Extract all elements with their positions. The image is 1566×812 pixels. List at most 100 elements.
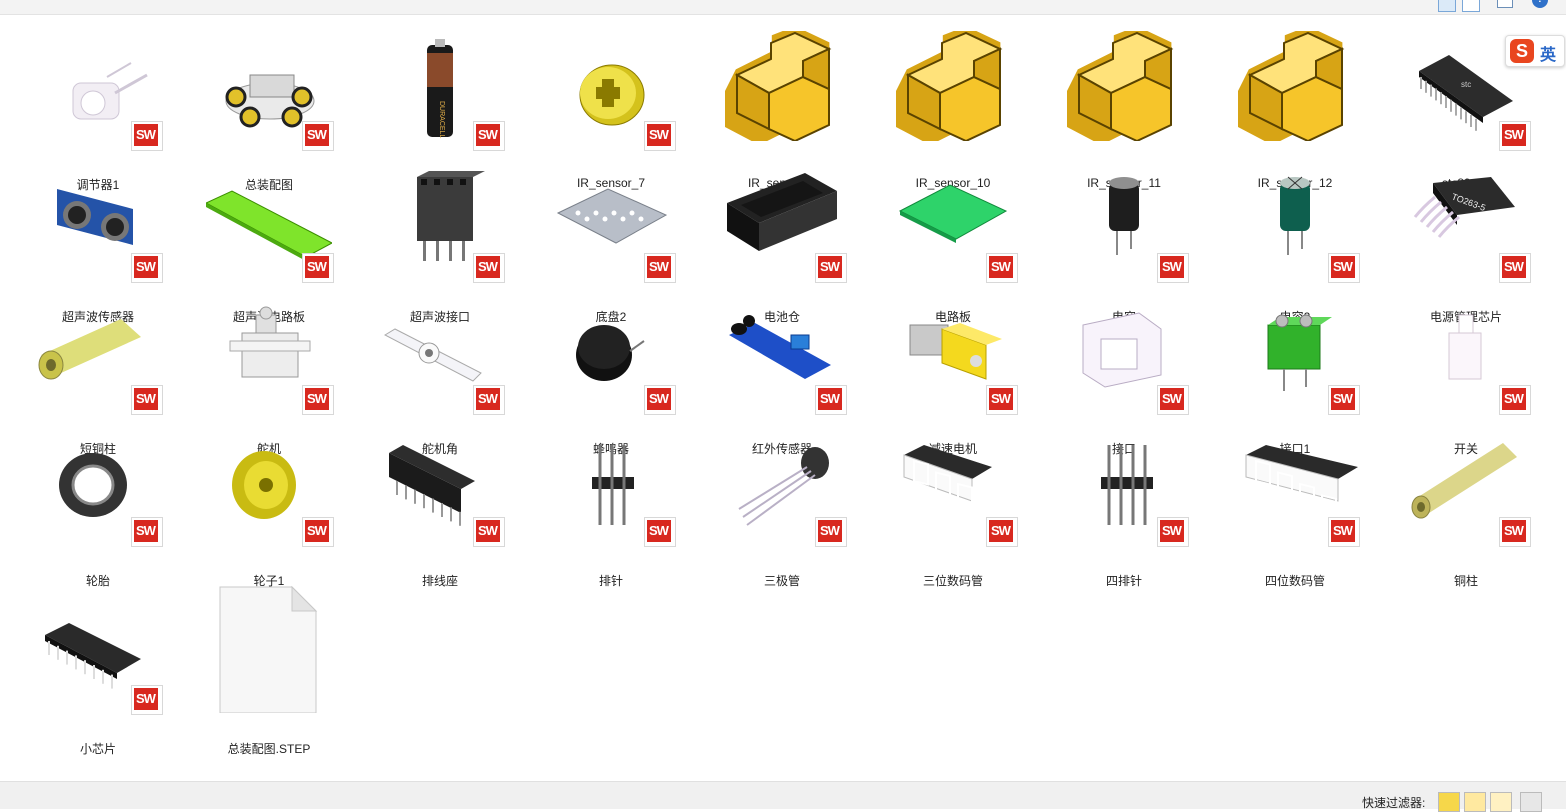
- file-item[interactable]: SW 电路板: [868, 163, 1038, 324]
- file-item[interactable]: 总装配图.STEP: [184, 585, 354, 756]
- solidworks-badge-text: SW: [136, 259, 156, 274]
- file-item[interactable]: stcSWstc89c52: [1381, 31, 1551, 190]
- file-name: 接口: [1111, 442, 1136, 456]
- file-item[interactable]: SW 铜柱: [1381, 427, 1551, 588]
- solidworks-badge-icon: SW: [644, 253, 676, 283]
- solidworks-badge-icon: SW: [302, 385, 334, 415]
- file-item[interactable]: IR_sensor_12: [1210, 31, 1380, 190]
- file-item[interactable]: IR_sensor_9: [697, 31, 867, 190]
- battery-thumbnail-icon: DURACELL: [377, 31, 503, 141]
- solidworks-badge-text: SW: [478, 259, 498, 274]
- green-board-thumbnail-icon: [206, 163, 332, 273]
- file-item[interactable]: IR_sensor_10: [868, 31, 1038, 190]
- assembly-thumbnail-icon: [206, 31, 332, 141]
- chip-long-thumbnail-icon: stc: [1403, 31, 1529, 141]
- ime-indicator[interactable]: S 英: [1505, 35, 1565, 67]
- file-item[interactable]: SW 三位数码管: [868, 427, 1038, 588]
- file-item[interactable]: SW电容2: [1210, 163, 1380, 324]
- solidworks-badge-text: SW: [991, 259, 1011, 274]
- solidworks-badge-icon: SW: [1499, 121, 1531, 151]
- filter-parts-button[interactable]: [1438, 792, 1460, 812]
- solidworks-badge-icon: SW: [1328, 253, 1360, 283]
- file-name: 铜柱: [1453, 574, 1478, 588]
- solidworks-badge-text: SW: [991, 391, 1011, 406]
- solidworks-badge-text: SW: [649, 259, 669, 274]
- solidworks-badge-text: SW: [136, 127, 156, 142]
- seg3-thumbnail-icon: [890, 427, 1016, 537]
- file-item[interactable]: SW超声波电路板: [184, 163, 354, 324]
- terminal-thumbnail-icon: [1232, 295, 1358, 405]
- file-name: 电路板: [934, 310, 971, 324]
- file-item[interactable]: IR_sensor_11: [1039, 31, 1209, 190]
- file-item[interactable]: DURACELLSW3A电池: [355, 31, 525, 192]
- svg-text:stc: stc: [1461, 80, 1471, 89]
- file-item[interactable]: SW 底盘2: [526, 163, 696, 324]
- solidworks-badge-text: SW: [136, 691, 156, 706]
- filter-other-button[interactable]: [1520, 792, 1542, 812]
- filter-drawings-button[interactable]: [1490, 792, 1512, 812]
- solidworks-badge-text: SW: [820, 391, 840, 406]
- servo-thumbnail-icon: [206, 295, 332, 405]
- view-thumbnail-button[interactable]: [1438, 0, 1456, 12]
- solidworks-badge-icon: SW: [1157, 385, 1189, 415]
- filter-assemblies-button[interactable]: [1464, 792, 1486, 812]
- solidworks-badge-icon: SW: [1328, 517, 1360, 547]
- pcb-thumbnail-icon: [890, 163, 1016, 273]
- solidworks-badge-text: SW: [991, 523, 1011, 538]
- solidworks-badge-icon: SW: [131, 385, 163, 415]
- view-list-button[interactable]: [1462, 0, 1480, 12]
- solidworks-badge-text: SW: [1504, 391, 1524, 406]
- solidworks-badge-text: SW: [478, 523, 498, 538]
- file-name: 轮胎: [85, 574, 110, 588]
- quick-filter-label: 快速过滤器:: [1362, 796, 1426, 810]
- standoff-short-thumbnail-icon: [35, 295, 161, 405]
- help-icon[interactable]: ?: [1532, 0, 1548, 8]
- solidworks-badge-icon: SW: [1499, 385, 1531, 415]
- block-yellow-thumbnail-icon: [1061, 31, 1187, 141]
- solidworks-badge-icon: SW: [644, 121, 676, 151]
- solidworks-badge-icon: SW: [644, 517, 676, 547]
- battery-holder-thumbnail-icon: [719, 163, 845, 273]
- preview-pane-icon[interactable]: [1497, 0, 1513, 8]
- solidworks-badge-text: SW: [649, 127, 669, 142]
- file-item[interactable]: SW蜂鸣器: [526, 295, 696, 456]
- solidworks-badge-icon: SW: [473, 253, 505, 283]
- file-item[interactable]: TO263-5SW电源管理芯片: [1381, 163, 1551, 324]
- file-name: 底盘2: [595, 310, 627, 324]
- wheel-thumbnail-icon: [206, 427, 332, 537]
- file-name: 总装配图.STEP: [227, 742, 311, 756]
- solidworks-badge-text: SW: [1504, 523, 1524, 538]
- file-item[interactable]: SW 超声波传感器: [13, 163, 183, 324]
- file-item[interactable]: SW 接口: [1039, 295, 1209, 456]
- solidworks-badge-text: SW: [1333, 259, 1353, 274]
- solidworks-badge-icon: SW: [131, 685, 163, 715]
- file-name: 三位数码管: [922, 574, 983, 588]
- top-toolbar: ?: [0, 0, 1566, 15]
- buzzer-thumbnail-icon: [548, 295, 674, 405]
- connector-thumbnail-icon: [1061, 295, 1187, 405]
- block-yellow-thumbnail-icon: [890, 31, 1016, 141]
- file-item[interactable]: SW电容: [1039, 163, 1209, 324]
- regulator-thumbnail-icon: [35, 31, 161, 141]
- file-name: 超声波传感器: [61, 310, 134, 324]
